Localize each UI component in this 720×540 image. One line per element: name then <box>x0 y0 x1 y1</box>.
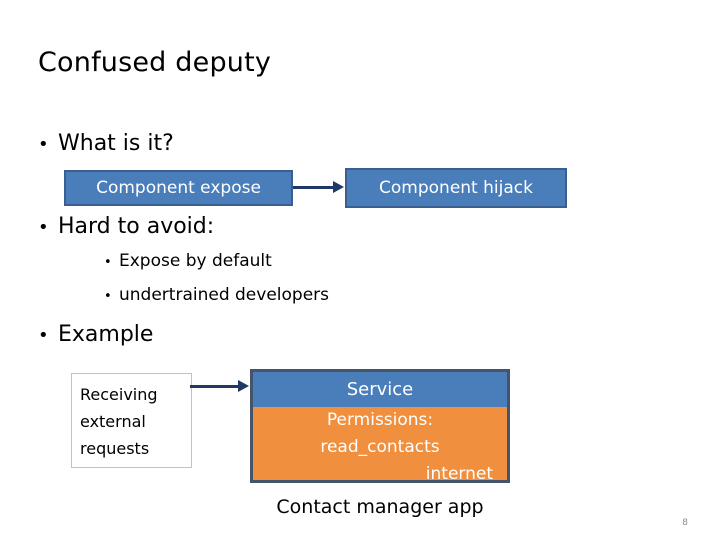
bullet-label: What is it? <box>58 131 174 156</box>
receiving-line-1: Receiving <box>80 385 158 404</box>
permissions-body: Permissions: read_contacts internet <box>253 407 507 480</box>
sub-bullet-label: undertrained developers <box>119 285 330 305</box>
permissions-label: Permissions: <box>326 410 434 430</box>
app-caption: Contact manager app <box>276 496 484 518</box>
bullet-example: • Example <box>38 322 153 347</box>
receiving-line-3: requests <box>80 439 150 458</box>
component-hijack-label: Component hijack <box>379 178 533 198</box>
contact-manager-app-panel[interactable]: Service Permissions: read_contacts inter… <box>250 369 510 483</box>
sub-bullet-glyph: • <box>104 289 112 304</box>
service-label: Service <box>346 379 414 400</box>
bullet-what-is-it: • What is it? <box>38 131 174 156</box>
component-expose-box[interactable]: Component expose <box>64 170 293 206</box>
bullet-glyph: • <box>38 134 49 155</box>
sub-bullet-expose-by-default: • Expose by default <box>104 251 272 271</box>
bullet-hard-to-avoid: • Hard to avoid: <box>38 214 214 239</box>
receiving-external-requests-box[interactable]: Receiving external requests <box>71 373 192 468</box>
sub-bullet-undertrained-developers: • undertrained developers <box>104 285 329 305</box>
component-expose-label: Component expose <box>96 178 261 198</box>
arrow-right-icon <box>333 181 344 193</box>
permission-internet: internet <box>425 464 493 483</box>
bullet-label: Hard to avoid: <box>58 214 215 239</box>
page-title: Confused deputy <box>38 47 272 78</box>
sub-bullet-glyph: • <box>104 255 112 270</box>
arrow-right-icon <box>238 380 249 392</box>
component-hijack-box[interactable]: Component hijack <box>345 168 567 208</box>
bullet-glyph: • <box>38 325 49 346</box>
flow-arrow-bottom-line <box>190 385 240 388</box>
bullet-label: Example <box>58 322 154 347</box>
service-header: Service <box>253 372 507 407</box>
receiving-line-2: external <box>80 412 146 431</box>
page-number: 8 <box>682 518 688 528</box>
flow-arrow-top-line <box>293 186 335 189</box>
bullet-glyph: • <box>38 217 49 238</box>
sub-bullet-label: Expose by default <box>119 251 272 271</box>
permission-read-contacts: read_contacts <box>320 437 440 457</box>
